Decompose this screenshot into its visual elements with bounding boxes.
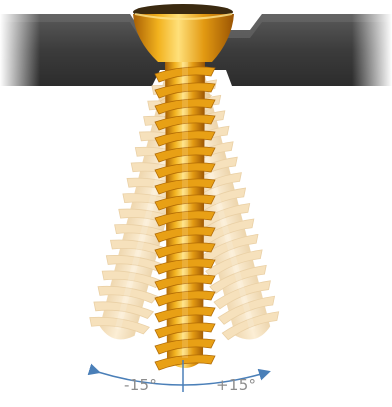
main-screw xyxy=(155,60,215,370)
right-angle-label: +15° xyxy=(216,376,256,394)
left-angle-label: -15° xyxy=(124,376,157,394)
